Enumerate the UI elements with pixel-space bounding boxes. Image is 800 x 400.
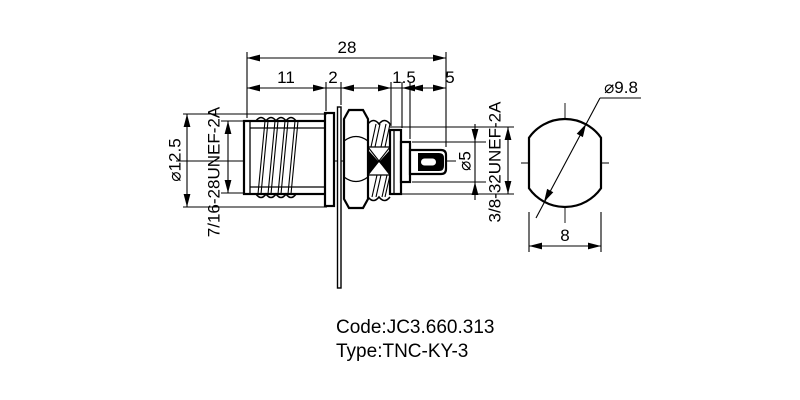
hex-nut bbox=[342, 108, 370, 210]
rear-thread-spec-label: 3/8-32UNEF-2A bbox=[486, 101, 505, 223]
dimension-arrowheads bbox=[183, 54, 512, 207]
extension-lines bbox=[183, 52, 514, 208]
insulator-bushing bbox=[399, 140, 412, 184]
dia-pin-label: ⌀5 bbox=[456, 151, 475, 171]
dim-overall-length-label: 28 bbox=[338, 38, 357, 57]
end-view: ⌀9.8 8 bbox=[521, 78, 641, 252]
rear-washer bbox=[388, 128, 403, 196]
front-thread-spec-label: 7/16-28UNEF-2A bbox=[205, 106, 224, 237]
center-contact-pin bbox=[408, 148, 448, 176]
dim-body-length-label: 11 bbox=[277, 68, 295, 87]
dim-washer-thickness-label: 1.5 bbox=[392, 68, 416, 87]
dia-circle-label: ⌀9.8 bbox=[604, 78, 638, 97]
type-text: Type:TNC-KY-3 bbox=[336, 341, 468, 362]
mounting-panel bbox=[336, 106, 342, 289]
connector-front-body bbox=[242, 116, 328, 199]
footer-notes: Code:JC3.660.313 Type:TNC-KY-3 bbox=[336, 317, 494, 362]
diameter-leader bbox=[535, 97, 641, 219]
width-dimension bbox=[528, 212, 602, 252]
dim-pin-length-label: 5 bbox=[445, 68, 454, 87]
front-thread-hatching bbox=[257, 120, 299, 195]
dim-flange-thickness-label: 2 bbox=[328, 68, 337, 87]
width-across-flats-label: 8 bbox=[560, 226, 569, 245]
flange bbox=[323, 111, 336, 208]
side-view: 28 11 2 1.5 5 ⌀12.5 7/16-28UNEF-2A ⌀5 3/… bbox=[166, 38, 514, 289]
rear-thread-section bbox=[367, 119, 391, 202]
dia-body-label: ⌀12.5 bbox=[166, 138, 185, 181]
code-text: Code:JC3.660.313 bbox=[336, 317, 494, 338]
